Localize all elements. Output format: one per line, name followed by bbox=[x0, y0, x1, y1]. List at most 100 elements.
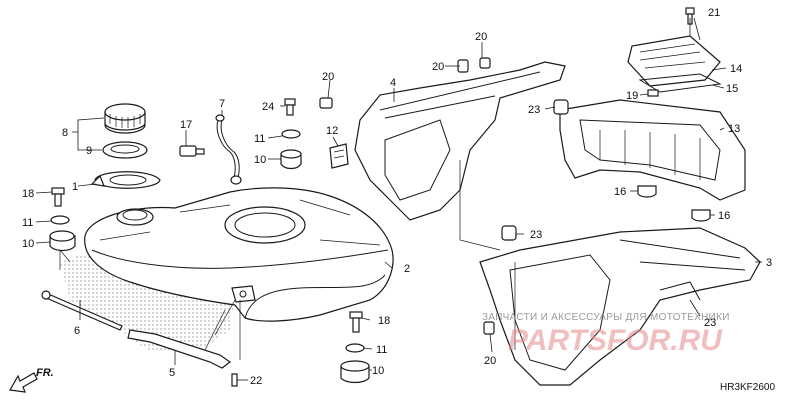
callout-13: 13 bbox=[728, 123, 740, 135]
fuel-tank-panel-lines bbox=[99, 199, 381, 246]
leader-lines bbox=[35, 17, 762, 381]
callout-10-upper: 10 bbox=[254, 154, 266, 166]
breather-tube-end-top bbox=[215, 114, 225, 122]
callout-23-lower: 23 bbox=[530, 229, 542, 241]
ecu-housing-drawing bbox=[553, 7, 746, 222]
callout-23-upper: 23 bbox=[528, 104, 540, 116]
callout-11-left: 11 bbox=[22, 217, 33, 229]
filler-gasket bbox=[102, 141, 148, 159]
front-direction-indicator: FR. bbox=[9, 367, 54, 393]
callout-8: 8 bbox=[62, 127, 68, 139]
plug-23-lower bbox=[501, 225, 517, 241]
assembly-lines bbox=[59, 160, 516, 360]
callout-23-right: 23 bbox=[704, 317, 716, 329]
callout-18-left: 18 bbox=[22, 188, 34, 200]
watermark: ЗАПЧАСТИ И АКСЕССУАРЫ ДЛЯ МОТОТЕХНИКИ PA… bbox=[482, 312, 730, 357]
ecu-gasket-15 bbox=[638, 73, 722, 93]
breather-tube bbox=[216, 119, 236, 179]
fuel-tank-drawing bbox=[60, 187, 394, 352]
callout-7: 7 bbox=[219, 98, 225, 110]
fuel-tank-pump-opening-inner bbox=[234, 212, 296, 238]
callout-5: 5 bbox=[169, 367, 175, 379]
callout-18-bottom: 18 bbox=[378, 315, 390, 327]
ecu-housing-ribs bbox=[599, 130, 701, 180]
filler-cap-drawing bbox=[90, 103, 161, 189]
callout-20-lower: 20 bbox=[484, 355, 496, 367]
fuel-tank-filler-neck-inner bbox=[122, 209, 148, 221]
callout-16-right: 16 bbox=[718, 210, 730, 222]
clip-20-lower bbox=[483, 321, 495, 335]
bolt-18-bottom-head bbox=[349, 311, 363, 319]
bolt-24-shank bbox=[286, 104, 294, 116]
upper-fasteners bbox=[280, 57, 491, 170]
filler-ring-hole bbox=[109, 174, 147, 186]
screw-21-head bbox=[685, 7, 695, 15]
callout-3: 3 bbox=[766, 257, 772, 269]
breather-tube-end-bottom bbox=[230, 175, 242, 185]
washer-11-upper bbox=[281, 129, 301, 139]
ecu-housing-body bbox=[559, 99, 746, 201]
damper-10-left-top bbox=[49, 230, 75, 242]
fuel-tank-ridge bbox=[91, 249, 389, 269]
callout-11-upper: 11 bbox=[254, 133, 265, 145]
washer-11-left bbox=[50, 215, 70, 225]
filler-cap-top bbox=[104, 103, 146, 121]
ecu-housing-inner bbox=[579, 119, 721, 181]
callout-14: 14 bbox=[730, 63, 742, 75]
damper-10-bottom-top bbox=[340, 360, 370, 372]
tank-strap bbox=[127, 329, 232, 369]
lower-cover-body bbox=[479, 227, 761, 386]
bracket-12 bbox=[329, 143, 349, 169]
ecu-cover-14 bbox=[627, 35, 721, 87]
fuel-tank-lower-edge bbox=[244, 274, 386, 319]
mounting-rod-head bbox=[41, 290, 51, 300]
watermark-top-text: ЗАПЧАСТИ И АКСЕССУАРЫ ДЛЯ МОТОТЕХНИКИ bbox=[482, 312, 730, 323]
screw-19-head bbox=[647, 89, 659, 97]
callout-numbers: 8 9 1 18 11 10 6 5 22 17 7 24 11 10 12 2… bbox=[22, 7, 772, 387]
strap-clip-22 bbox=[231, 373, 238, 387]
lower-cover-window bbox=[509, 254, 611, 371]
grommet-16-left bbox=[637, 185, 657, 198]
bolt-18-shank bbox=[54, 193, 62, 207]
bolt-18-bottom-shank bbox=[352, 317, 360, 333]
callout-15: 15 bbox=[726, 83, 738, 95]
lower-cover-edge bbox=[619, 239, 746, 271]
damper-10-upper-top bbox=[280, 149, 302, 159]
fuel-tank-mount-tab bbox=[231, 285, 256, 303]
upper-cover-drawing bbox=[329, 61, 566, 221]
fuel-tank-mount-hole bbox=[239, 290, 247, 298]
filler-gasket-hole bbox=[110, 144, 140, 154]
breather-tube-outer bbox=[220, 119, 240, 179]
filler-cap-grip bbox=[109, 114, 141, 128]
callout-2: 2 bbox=[404, 263, 410, 275]
ecu-cover-14-ribs bbox=[639, 43, 706, 69]
bolt-18-head bbox=[51, 187, 65, 195]
callout-10-bottom: 10 bbox=[372, 365, 384, 377]
fitting-drawing bbox=[179, 145, 205, 157]
callout-20-b: 20 bbox=[432, 61, 444, 73]
clip-20-top-b bbox=[479, 57, 491, 69]
callout-20-c: 20 bbox=[475, 31, 487, 43]
callout-12: 12 bbox=[326, 125, 338, 137]
upper-cover-rail bbox=[379, 71, 541, 119]
bottom-fasteners bbox=[340, 311, 370, 384]
front-arrow-icon bbox=[9, 372, 38, 393]
left-fasteners bbox=[49, 187, 76, 252]
callout-1: 1 bbox=[72, 181, 78, 193]
callout-20-a: 20 bbox=[322, 71, 334, 83]
upper-cover-body bbox=[354, 61, 566, 221]
bracket-12-slot bbox=[333, 149, 345, 159]
upper-cover-window bbox=[384, 119, 451, 201]
callout-6: 6 bbox=[74, 325, 80, 337]
callout-4: 4 bbox=[390, 77, 396, 89]
fitting-nipple bbox=[195, 148, 205, 155]
callout-21: 21 bbox=[708, 7, 720, 19]
callout-10-left: 10 bbox=[22, 238, 34, 250]
plug-23-ecu bbox=[553, 99, 569, 115]
breather-tube-drawing bbox=[215, 114, 242, 185]
callout-9: 9 bbox=[86, 145, 92, 157]
rod-strap-drawing bbox=[41, 290, 238, 387]
fitting-body bbox=[179, 145, 197, 157]
callout-19: 19 bbox=[626, 90, 638, 102]
